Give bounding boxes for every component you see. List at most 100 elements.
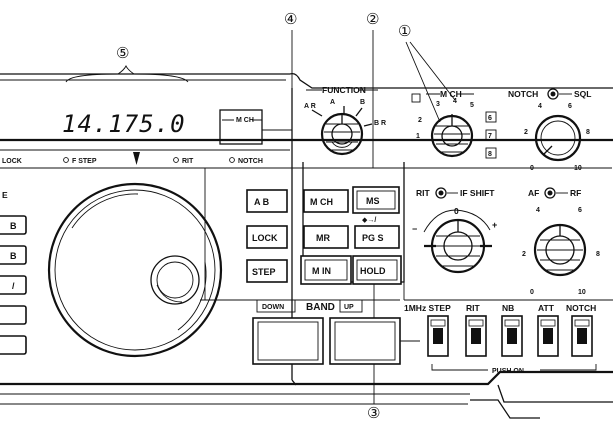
main-tuning-dial[interactable]	[47, 182, 223, 358]
svg-text:DOWN: DOWN	[262, 304, 284, 311]
switch-label-nb: NB	[502, 303, 514, 313]
svg-text:MR: MR	[316, 233, 330, 243]
svg-text:2: 2	[522, 251, 526, 258]
svg-text:A B: A B	[254, 197, 270, 207]
svg-text:6: 6	[488, 115, 492, 122]
indicator-fstep: F STEP	[72, 158, 97, 165]
svg-text:/: /	[12, 281, 15, 291]
keypad: A B M CH MS ◆→/ LOCK MR PG S STEP	[246, 186, 402, 285]
pointer-icon	[133, 152, 140, 165]
switch-nb[interactable]	[501, 315, 523, 357]
function-title: FUNCTION	[322, 85, 366, 95]
svg-text:8: 8	[596, 251, 600, 258]
band-down-button[interactable]	[252, 317, 324, 365]
band-up-button[interactable]	[329, 317, 401, 365]
edge-key-5[interactable]	[0, 335, 27, 355]
svg-text:1: 1	[416, 133, 420, 140]
svg-text:MS: MS	[366, 196, 380, 206]
mch-title: M CH	[440, 89, 462, 99]
svg-text:4: 4	[453, 98, 457, 105]
push-switches: 1MHz STEP RIT NB ATT NOTCH	[404, 303, 597, 375]
svg-text:HOLD: HOLD	[360, 266, 386, 276]
svg-text:+: +	[492, 220, 497, 230]
step-button[interactable]: STEP	[246, 259, 288, 283]
function-pos-b: B	[360, 99, 365, 106]
edge-key-3[interactable]: /	[0, 275, 27, 295]
svg-text:STEP: STEP	[252, 267, 276, 277]
notch-label: NOTCH	[508, 89, 538, 99]
svg-text:M CH: M CH	[310, 197, 333, 207]
pgs-button[interactable]: PG S	[354, 225, 400, 249]
mch-button[interactable]: M CH	[303, 189, 349, 213]
svg-text:2: 2	[524, 129, 528, 136]
indicator-notch: NOTCH	[238, 158, 263, 165]
svg-text:0: 0	[530, 289, 534, 296]
memory-channel-box	[219, 109, 263, 145]
svg-text:−: −	[412, 224, 417, 234]
ab-button[interactable]: A B	[246, 189, 288, 213]
svg-text:B: B	[10, 221, 17, 231]
band-controls: DOWN BAND UP	[252, 299, 420, 365]
switch-label-rit: RIT	[466, 303, 481, 313]
if-shift-label: IF SHIFT	[460, 188, 495, 198]
svg-text:7: 7	[488, 133, 492, 140]
callouts: ① ② ③ ④ ⑤	[65, 11, 456, 422]
callout-1: ①	[398, 23, 411, 40]
lock-button[interactable]: LOCK	[246, 225, 288, 249]
notch-sql-control[interactable]: NOTCH SQL 0 2 4 6 8 10	[508, 88, 591, 172]
left-edge-keys: E B B /	[0, 190, 27, 355]
svg-text:8: 8	[488, 151, 492, 158]
band-title: BAND	[306, 302, 335, 313]
display-window: 14.175.0 M CH	[62, 109, 263, 145]
push-on-label: PUSH ON	[492, 368, 524, 375]
transfer-arrow-icon: ◆→/	[362, 217, 376, 224]
switch-label-1mhz-step: 1MHz STEP	[404, 303, 451, 313]
indicator-rit: RIT	[182, 158, 194, 165]
mr-button[interactable]: MR	[303, 225, 349, 249]
edge-key-2[interactable]: B	[0, 245, 27, 265]
switch-1mhz-step[interactable]	[427, 315, 449, 357]
svg-text:6: 6	[568, 103, 572, 110]
memory-in-button[interactable]: M IN	[300, 255, 352, 285]
hold-button[interactable]: HOLD	[352, 255, 402, 285]
function-pos-ar: A R	[304, 103, 316, 110]
svg-text:LOCK: LOCK	[252, 233, 278, 243]
edge-label: E	[2, 190, 8, 200]
band-down-label-box: DOWN	[256, 299, 296, 313]
function-pos-br: B R	[374, 120, 386, 127]
switch-rit[interactable]	[465, 315, 487, 357]
svg-text:2: 2	[418, 117, 422, 124]
callout-4: ④	[284, 11, 297, 28]
switch-notch[interactable]	[571, 315, 593, 357]
svg-text:M IN: M IN	[312, 266, 331, 276]
svg-text:8: 8	[586, 129, 590, 136]
callout-2: ②	[366, 11, 379, 28]
rit-if-shift-control[interactable]: RIT IF SHIFT 0 − +	[412, 187, 497, 274]
finger-spinner[interactable]	[150, 255, 200, 305]
svg-text:4: 4	[538, 103, 542, 110]
ms-button[interactable]: MS	[352, 186, 400, 214]
band-up-label-box: UP	[339, 299, 363, 313]
svg-text:0: 0	[454, 206, 459, 216]
indicator-row: LOCK F STEP RIT NOTCH	[2, 152, 263, 165]
svg-text:5: 5	[470, 102, 474, 109]
svg-text:10: 10	[574, 165, 582, 172]
switch-label-notch: NOTCH	[566, 303, 596, 313]
svg-text:10: 10	[578, 289, 586, 296]
callout-5: ⑤	[116, 45, 129, 62]
svg-text:B: B	[10, 251, 17, 261]
frequency-readout: 14.175.0	[62, 110, 186, 138]
af-rf-control[interactable]: AF RF 0 2 4 6 8 10	[522, 187, 600, 296]
edge-key-1[interactable]: B	[0, 215, 27, 235]
svg-text:0: 0	[530, 165, 534, 172]
svg-text:4: 4	[536, 207, 540, 214]
svg-text:3: 3	[436, 101, 440, 108]
rit-label: RIT	[416, 188, 431, 198]
edge-key-4[interactable]	[0, 305, 27, 325]
memory-channel-selector[interactable]: M CH 1 2 3 4 5 6 7 8	[411, 89, 497, 159]
indicator-lock: LOCK	[2, 158, 22, 165]
switch-att[interactable]	[537, 315, 559, 357]
function-selector[interactable]: FUNCTION A R A B B R	[304, 85, 386, 156]
memory-channel-label: M CH	[236, 117, 254, 124]
